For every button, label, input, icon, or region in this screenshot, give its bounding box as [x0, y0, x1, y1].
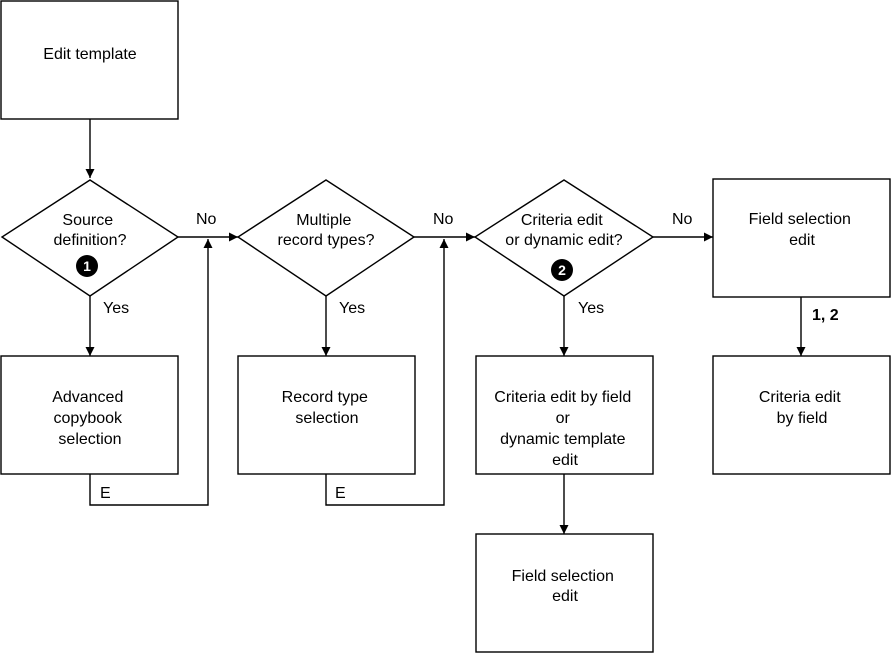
source-definition-line-1: Source [62, 212, 113, 229]
criteria-by-field-or-dynamic-text: Criteria edit by field or dynamic templa… [494, 389, 635, 469]
badge-2-circle [551, 259, 573, 281]
edit-template-text: Edit template [43, 46, 136, 63]
badge-2-text: 2 [558, 262, 566, 278]
criteria-or-dynamic-text: Criteria edit or dynamic edit? [505, 212, 622, 249]
advanced-copybook-text: Advanced copybook selection [52, 389, 128, 448]
advanced-copybook-line-1: Advanced [52, 389, 123, 406]
criteria-or-dynamic-line-2: or dynamic edit? [505, 232, 622, 249]
advanced-copybook-line-3: selection [58, 431, 121, 448]
multiple-record-types-line-2: record types? [278, 232, 375, 249]
field-selection-edit-top-box [712, 178, 891, 298]
label-no-2: No [433, 211, 454, 228]
criteria-by-field-or-dynamic-box [475, 355, 654, 475]
label-yes-2: Yes [339, 300, 365, 317]
connector-e1-return [89, 239, 213, 506]
badge-1-text: 1 [83, 258, 91, 274]
criteria-edit-by-field-box [712, 355, 891, 475]
criteria-by-field-or-dynamic-line-2: or [556, 410, 571, 427]
field-selection-edit-bottom-text: Field selection edit [512, 568, 619, 605]
edit-template-box [0, 0, 179, 120]
label-yes-3: Yes [578, 300, 604, 317]
field-selection-edit-top-line-2: edit [789, 232, 815, 249]
label-e-1: E [100, 485, 111, 502]
criteria-by-field-or-dynamic-line-4: edit [552, 452, 578, 469]
advanced-copybook-box [0, 355, 179, 475]
label-yes-1: Yes [103, 300, 129, 317]
field-selection-edit-bottom-line-1: Field selection [512, 568, 614, 585]
field-selection-edit-bottom-line-2: edit [552, 588, 578, 605]
badge-1-circle [76, 255, 98, 277]
criteria-by-field-or-dynamic-line-3: dynamic template [500, 431, 625, 448]
criteria-or-dynamic-line-1: Criteria edit [521, 212, 603, 229]
multiple-record-types-text: Multiple record types? [278, 212, 375, 249]
label-e-2: E [335, 485, 346, 502]
criteria-edit-by-field-text: Criteria edit by field [759, 389, 845, 427]
source-definition-text: Source definition? [54, 212, 127, 249]
connector-e2-return [325, 239, 449, 506]
criteria-edit-by-field-line-1: Criteria edit [759, 389, 841, 406]
record-type-selection-text: Record type selection [282, 389, 373, 427]
record-type-selection-line-2: selection [295, 410, 358, 427]
edit-template-line: Edit template [43, 46, 136, 63]
advanced-copybook-line-2: copybook [54, 410, 123, 427]
multiple-record-types-line-1: Multiple [296, 212, 351, 229]
field-selection-edit-top-line-1: Field selection [749, 211, 851, 228]
field-selection-edit-bottom-box [475, 533, 654, 653]
label-no-1: No [196, 211, 217, 228]
criteria-edit-by-field-line-2: by field [777, 410, 828, 427]
record-type-selection-line-1: Record type [282, 389, 368, 406]
label-notes: 1, 2 [812, 307, 839, 324]
field-selection-edit-top-text: Field selection edit [749, 211, 856, 249]
source-definition-line-2: definition? [54, 232, 127, 249]
criteria-by-field-or-dynamic-line-1: Criteria edit by field [494, 389, 631, 406]
label-no-3: No [672, 211, 693, 228]
